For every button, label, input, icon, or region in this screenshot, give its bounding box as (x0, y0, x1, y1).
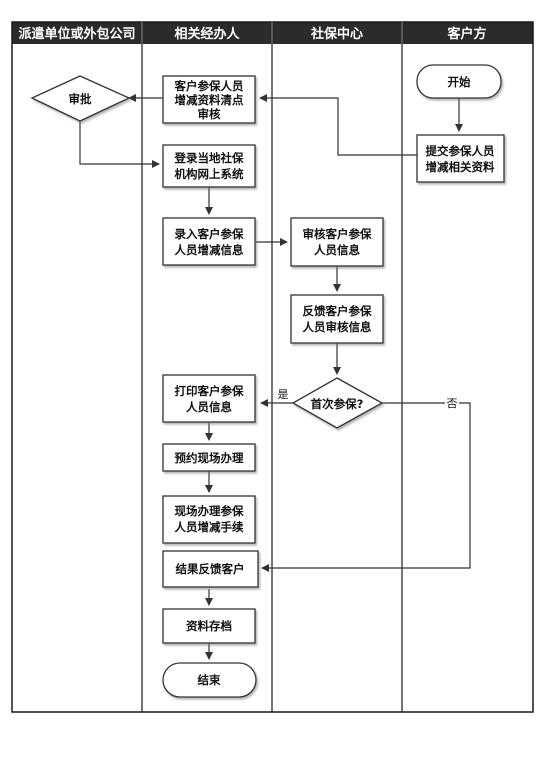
node-submit-text-2: 增减相关资料 (426, 160, 495, 174)
node-reserve (162, 443, 256, 472)
connectors (79, 94, 471, 660)
lane-title-social: 社保中心 (310, 26, 363, 42)
node-print-text-1: 打印客户参保 (175, 384, 244, 398)
swimlane-frame: 派遣单位或外包公司 相关经办人 社保中心 客户方 (11, 21, 534, 713)
flow-nodes: 开始 提交参保人员 增减相关资料 客户参保人员 增减资料清点 审核 审批 登录当… (30, 64, 505, 698)
node-submit-text-1: 提交参保人员 (426, 144, 495, 158)
node-first-time (291, 377, 384, 429)
node-audit-list (162, 75, 256, 124)
node-audit-list-text-2: 增减资料清点 (175, 93, 244, 107)
node-archive (162, 608, 256, 644)
node-onsite (162, 495, 256, 544)
node-archive-text: 资料存档 (186, 619, 232, 633)
edge-decision-feedback-no (261, 402, 471, 572)
edge-approve-login (79, 121, 160, 168)
node-end-text: 结束 (197, 673, 221, 687)
node-feedback-review-text-1: 反馈客户参保 (303, 304, 372, 318)
lane-title-client: 客户方 (447, 26, 486, 42)
node-feedback-review-text-2: 人员审核信息 (303, 320, 372, 334)
node-start-text: 开始 (448, 75, 471, 89)
node-feedback-client-text: 结果反馈客户 (175, 562, 245, 576)
node-review-text-1: 审核客户参保 (303, 227, 372, 241)
node-feedback-review (290, 294, 384, 344)
edge-submit-audit (259, 94, 417, 156)
node-first-time-text: 首次参保? (311, 397, 364, 411)
edge-label-no-bg (445, 395, 459, 410)
lane-title-dispatch: 派遣单位或外包公司 (18, 26, 135, 42)
node-review (290, 217, 384, 267)
node-enter-text-1: 录入客户参保 (175, 227, 244, 241)
node-approve (30, 75, 131, 122)
node-end (162, 662, 257, 698)
node-start (416, 64, 502, 99)
node-print-text-2: 人员信息 (186, 400, 232, 414)
node-audit-list-text-1: 客户参保人员 (174, 79, 244, 93)
node-onsite-text-2: 人员增减手续 (175, 520, 244, 534)
node-reserve-text: 预约现场办理 (175, 451, 244, 465)
node-submit (416, 134, 505, 183)
node-enter (162, 217, 256, 266)
node-enter-text-2: 人员增减信息 (175, 243, 244, 257)
node-review-text-2: 人员信息 (314, 243, 360, 257)
node-feedback-client (162, 550, 259, 588)
node-audit-list-text-3: 审核 (198, 107, 221, 121)
node-login-text-1: 登录当地社保 (174, 151, 244, 165)
node-approve-text: 审批 (69, 92, 92, 106)
node-login (162, 144, 256, 188)
edge-label-yes: 是 (278, 388, 289, 401)
edge-label-no: 否 (447, 397, 458, 410)
lane-title-handler: 相关经办人 (174, 26, 240, 42)
node-onsite-text-1: 现场办理参保 (175, 504, 244, 518)
node-login-text-2: 机构网上系统 (175, 167, 244, 181)
node-print (162, 374, 256, 423)
